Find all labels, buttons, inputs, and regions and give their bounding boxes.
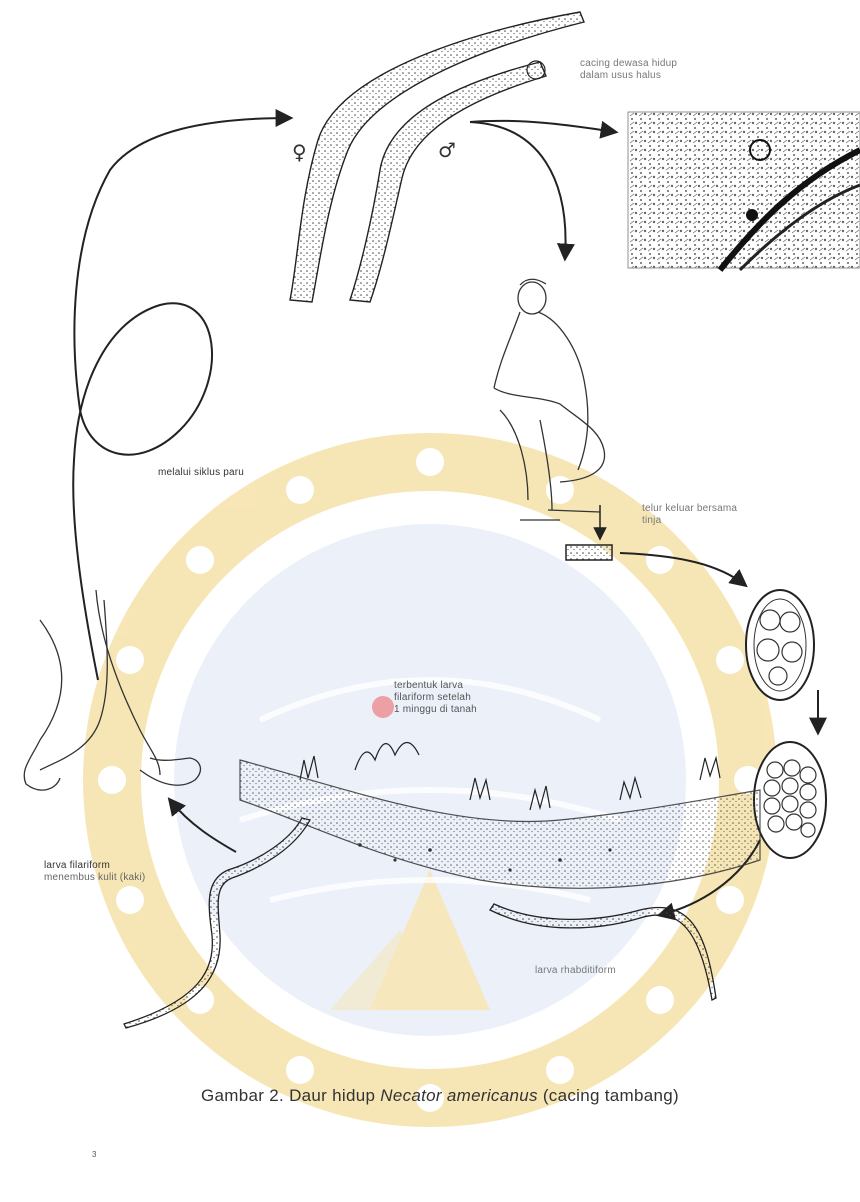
egg-icon <box>754 742 826 858</box>
female-symbol-icon: ♀ <box>292 140 307 164</box>
label-rhabditiform: larva rhabditiform <box>535 965 616 977</box>
adult-female-worm <box>290 12 584 302</box>
caption-prefix: Gambar 2. Daur hidup <box>201 1086 380 1105</box>
intestine-tissue-image <box>628 112 860 270</box>
label-adult-worms: cacing dewasa hidup dalam usus halus <box>580 58 677 82</box>
figure-caption: Gambar 2. Daur hidup Necator americanus … <box>120 1086 760 1106</box>
arrow-to-tissue <box>470 121 615 132</box>
male-symbol-icon: ♂ <box>438 138 456 162</box>
label-lung-route: melalui siklus paru <box>158 467 244 479</box>
feces-icon <box>566 545 612 560</box>
label-filariform-form: terbentuk larva filariform setelah 1 min… <box>394 680 477 716</box>
arrow-to-human <box>470 122 566 258</box>
university-watermark-logo <box>98 448 762 1112</box>
label-filariform-skin: larva filariform menembus kulit (kaki) <box>44 860 145 884</box>
label-eggs-out: telur keluar bersama tinja <box>642 503 737 527</box>
page-mark: 3 <box>92 1150 96 1159</box>
caption-species: Necator americanus <box>380 1086 538 1105</box>
highlight-mark <box>372 696 394 718</box>
egg-icon <box>746 590 814 700</box>
caption-suffix: (cacing tambang) <box>538 1086 679 1105</box>
